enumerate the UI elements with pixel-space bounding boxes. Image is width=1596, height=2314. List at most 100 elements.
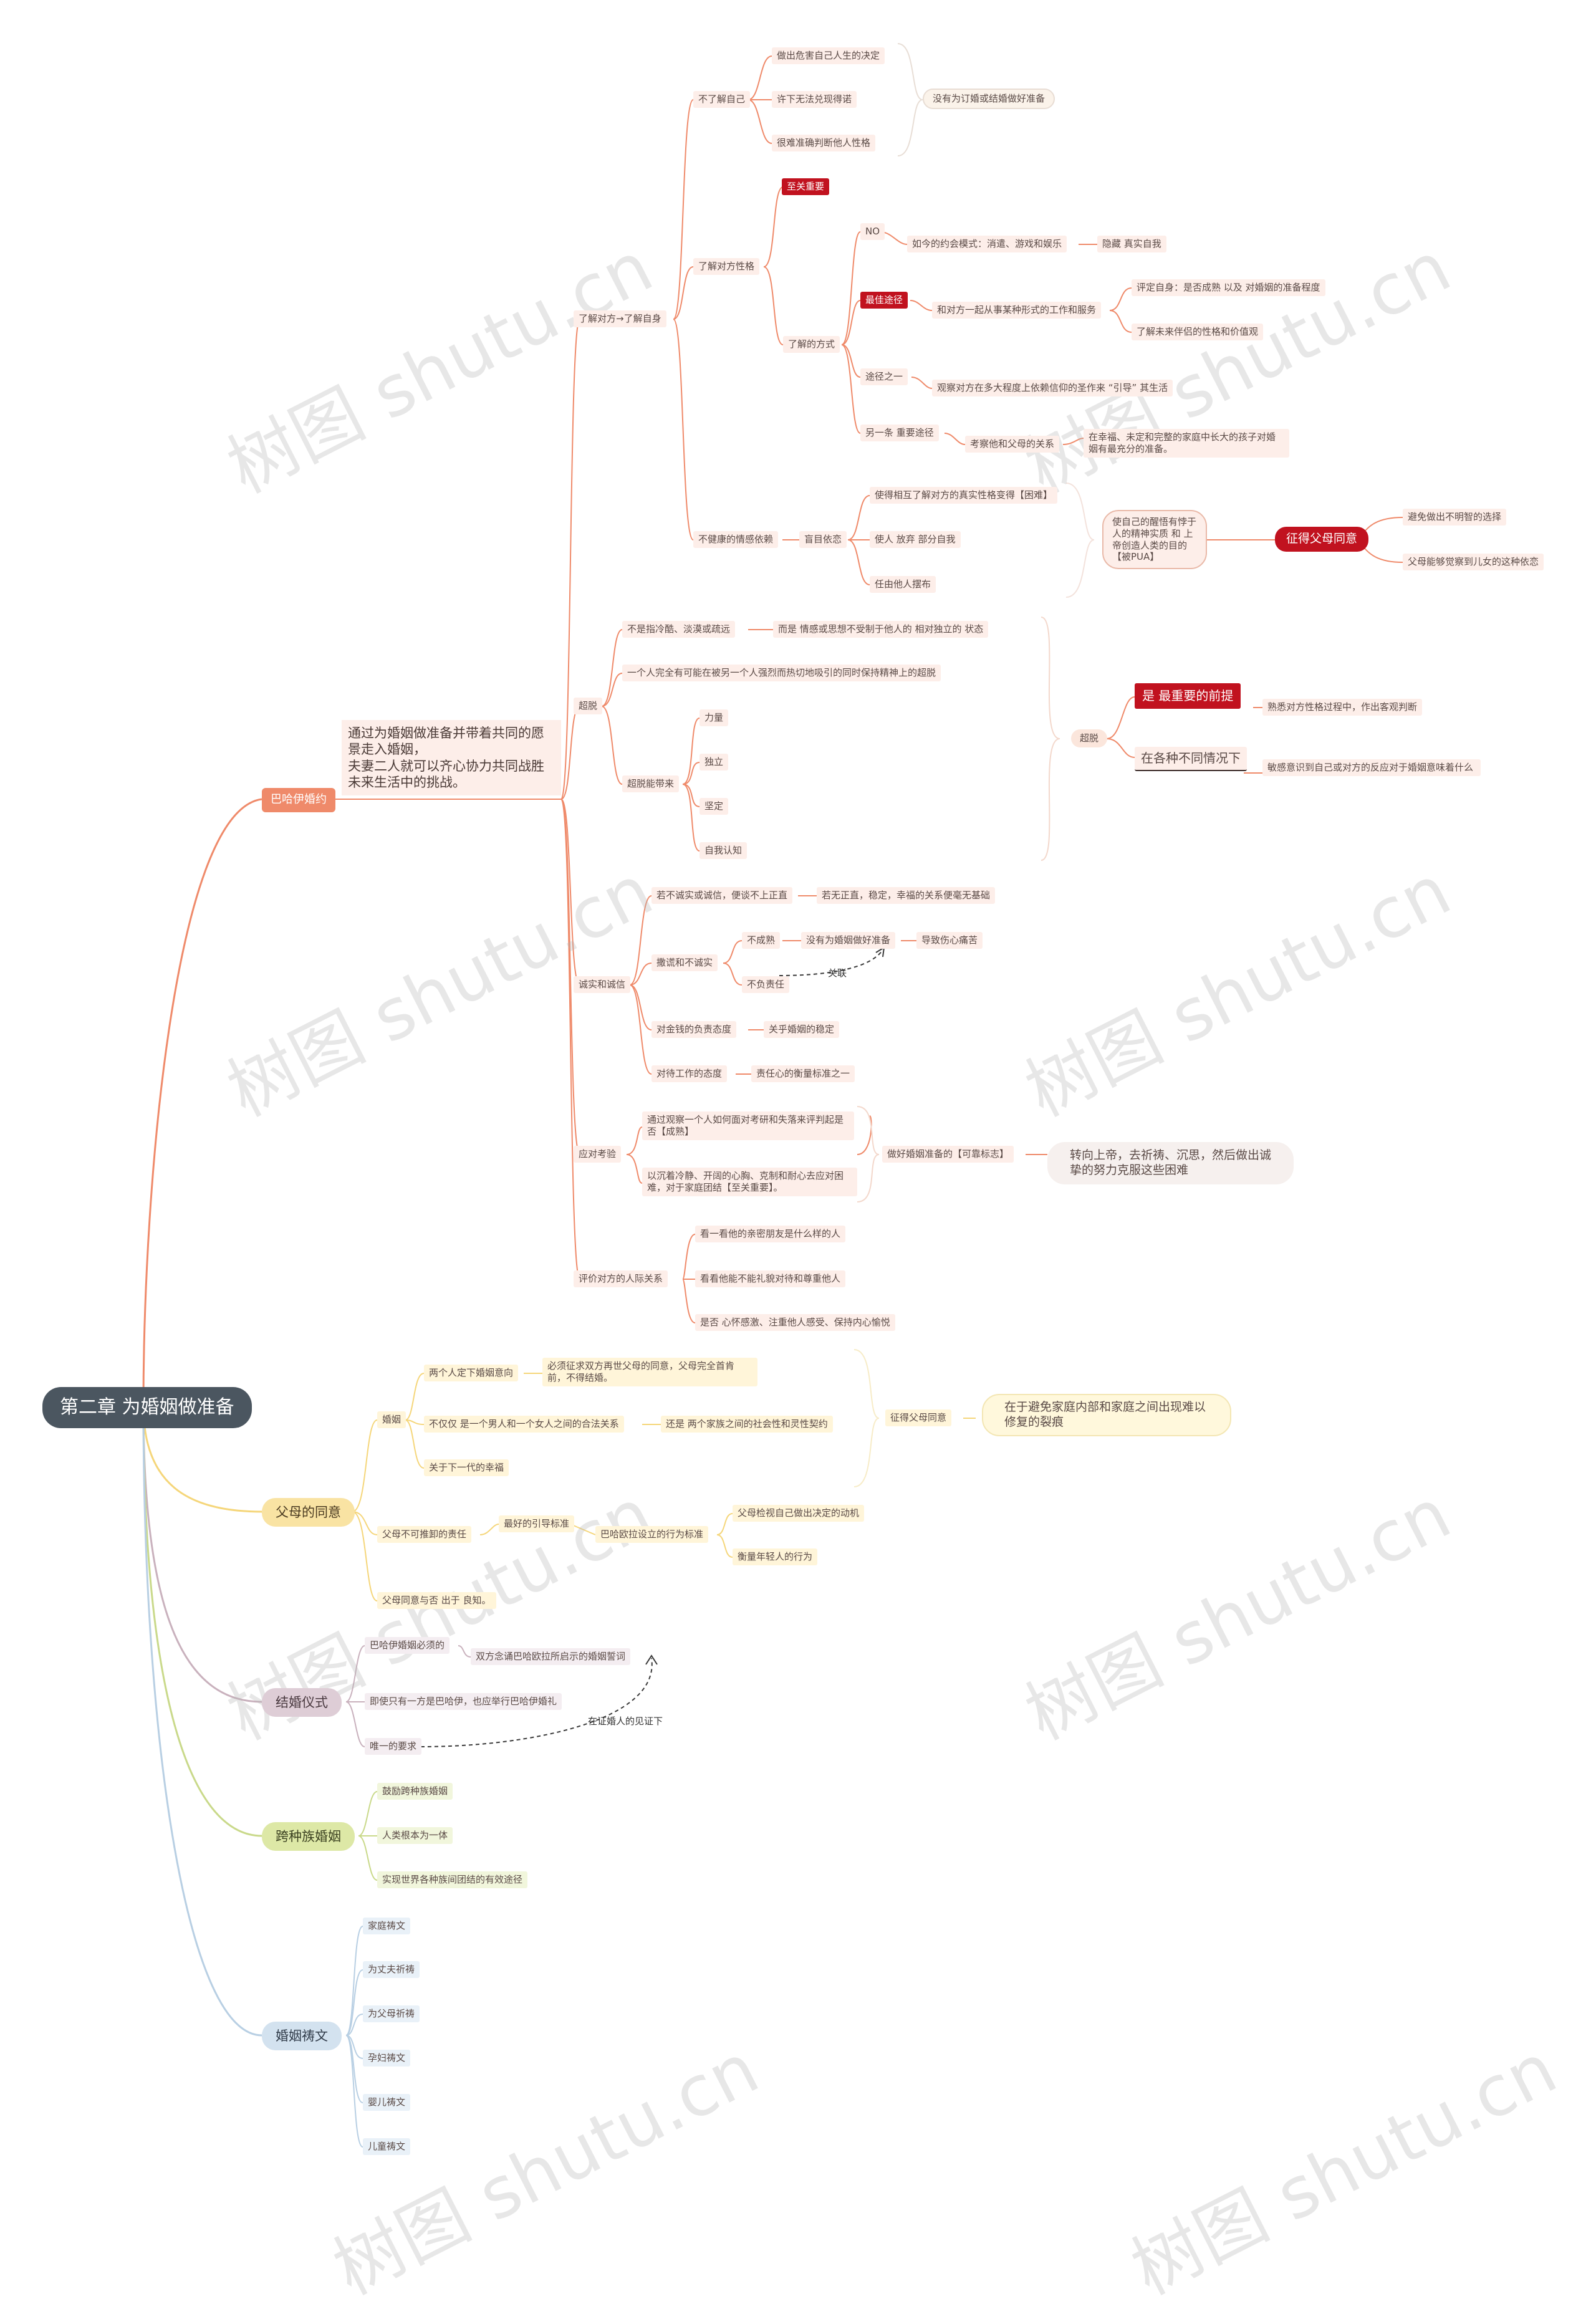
next-generation[interactable]: 关于下一代的幸福 bbox=[424, 1459, 509, 1476]
observe-faith[interactable]: 观察对方在多大程度上依赖信仰的圣作来 “引导” 其生活 bbox=[932, 380, 1173, 396]
test-observe[interactable]: 通过观察一个人如何面对考研和失落来评判起是否【成熟】 bbox=[642, 1111, 854, 1140]
guide-item[interactable]: 父母检视自己做出决定的动机 bbox=[733, 1505, 865, 1522]
prayer-item[interactable]: 婴儿祷文 bbox=[363, 2094, 411, 2111]
detach-but[interactable]: 而是 情感或思想不受制于他人的 相对独立的 状态 bbox=[773, 621, 989, 638]
detach-brings[interactable]: 超脱能带来 bbox=[622, 775, 680, 792]
way-one[interactable]: 途径之一 bbox=[860, 368, 908, 385]
attach-item[interactable]: 使得相互了解对方的真实性格变得【困难】 bbox=[870, 487, 1058, 504]
relation-label: 关联 bbox=[828, 967, 847, 979]
interracial-item[interactable]: 实现世界各种族间团结的有效途径 bbox=[377, 1871, 528, 1888]
know-other-character[interactable]: 了解对方性格 bbox=[693, 258, 760, 275]
lying[interactable]: 撒谎和不诚实 bbox=[651, 954, 718, 971]
engagement-summary[interactable]: 通过为婚姻做准备并带着共同的愿景走入婚姻， 夫妻二人就可以齐心协力共同战胜未来生… bbox=[342, 720, 561, 795]
self-item[interactable]: 许下无法兑现得诺 bbox=[772, 91, 857, 108]
serve-together[interactable]: 和对方一起从事某种形式的工作和服务 bbox=[932, 302, 1102, 319]
not-ready[interactable]: 没有为婚姻做好准备 bbox=[801, 932, 896, 949]
work-attitude[interactable]: 对待工作的态度 bbox=[651, 1065, 728, 1082]
self-summary[interactable]: 没有为订婚或结婚做好准备 bbox=[923, 89, 1055, 109]
parent-relationship[interactable]: 考察他和父母的关系 bbox=[965, 436, 1060, 453]
not-know-self[interactable]: 不了解自己 bbox=[693, 91, 751, 108]
consent-node[interactable]: 征得父母同意 bbox=[885, 1409, 952, 1426]
social-relations[interactable]: 评价对方的人际关系 bbox=[574, 1270, 668, 1287]
consent-purpose[interactable]: 在于避免家庭内部和家庭之间出现难以修复的裂痕 bbox=[982, 1394, 1231, 1436]
parent-duty[interactable]: 父母不可推卸的责任 bbox=[377, 1526, 472, 1543]
social-item[interactable]: 看看他能不能礼貌对待和尊重他人 bbox=[695, 1270, 846, 1287]
turn-to-god[interactable]: 转向上帝，去祈祷、沉思，然后做出诚挚的努力克服这些困难 bbox=[1047, 1142, 1294, 1184]
money-attitude[interactable]: 对金钱的负责态度 bbox=[651, 1021, 737, 1038]
heartbreak[interactable]: 导致伤心痛苦 bbox=[916, 932, 983, 949]
conscience[interactable]: 父母同意与否 出于 良知。 bbox=[377, 1592, 496, 1609]
interracial-item[interactable]: 鼓励跨种族婚姻 bbox=[377, 1783, 453, 1800]
test-calm[interactable]: 以沉着冷静、开阔的心胸、克制和耐心去应对困难，对于家庭团结【至关重要】。 bbox=[642, 1168, 857, 1196]
face-tests[interactable]: 应对考验 bbox=[574, 1146, 622, 1163]
no-tag[interactable]: NO bbox=[860, 223, 885, 240]
attach-item[interactable]: 使人 放弃 部分自我 bbox=[870, 531, 961, 548]
prayer-item[interactable]: 家庭祷文 bbox=[363, 1918, 411, 1934]
work-result[interactable]: 责任心的衡量标准之一 bbox=[751, 1065, 855, 1082]
premise-item[interactable]: 熟悉对方性格过程中，作出客观判断 bbox=[1262, 699, 1423, 716]
prayer-item[interactable]: 为父母祈祷 bbox=[363, 2005, 420, 2022]
interracial-item[interactable]: 人类根本为一体 bbox=[377, 1827, 453, 1844]
most-important-premise[interactable]: 是 最重要的前提 bbox=[1135, 683, 1241, 709]
dating-mode[interactable]: 如今的约会模式：消遣、游戏和娱乐 bbox=[907, 236, 1067, 252]
situation-item[interactable]: 敏感意识到自己或对方的反应对于婚姻意味着什么 bbox=[1262, 759, 1481, 776]
bahaullah-standard[interactable]: 巴哈欧拉设立的行为标准 bbox=[595, 1526, 709, 1543]
not-just-legal[interactable]: 不仅仅 是一个男人和一个女人之间的合法关系 bbox=[424, 1416, 624, 1433]
prayer-item[interactable]: 孕妇祷文 bbox=[363, 2050, 411, 2067]
way-two[interactable]: 另一条 重要途径 bbox=[860, 425, 939, 441]
detach-benefit[interactable]: 力量 bbox=[699, 709, 729, 726]
consent-reason[interactable]: 避免做出不明智的选择 bbox=[1403, 509, 1507, 526]
ways-to-know[interactable]: 了解的方式 bbox=[783, 336, 840, 353]
assess-self[interactable]: 评定自身：是否成熟 以及 对婚姻的准备程度 bbox=[1132, 279, 1325, 296]
money-result[interactable]: 关乎婚姻的稳定 bbox=[764, 1021, 840, 1038]
best-guide[interactable]: 最好的引导标准 bbox=[499, 1515, 575, 1532]
detach-summary[interactable]: 超脱 bbox=[1071, 729, 1108, 747]
prayer-item[interactable]: 为丈夫祈祷 bbox=[363, 1961, 420, 1978]
consent-reason[interactable]: 父母能够觉察到儿女的这种依恋 bbox=[1403, 554, 1544, 570]
crucial-tag[interactable]: 至关重要 bbox=[782, 178, 830, 195]
self-item[interactable]: 很难准确判断他人性格 bbox=[772, 135, 876, 151]
parent-consent-highlight[interactable]: 征得父母同意 bbox=[1275, 527, 1369, 552]
branch-wedding[interactable]: 结婚仪式 bbox=[262, 1688, 342, 1717]
branch-parent-consent[interactable]: 父母的同意 bbox=[262, 1498, 355, 1527]
blind-attachment[interactable]: 盲目依恋 bbox=[799, 531, 847, 548]
honesty[interactable]: 诚实和诚信 bbox=[574, 976, 631, 993]
root-topic[interactable]: 第二章 为婚姻做准备 bbox=[42, 1387, 252, 1428]
marriage[interactable]: 婚姻 bbox=[377, 1411, 406, 1428]
hide-true-self[interactable]: 隐藏 真实自我 bbox=[1097, 236, 1166, 252]
branch-prayers[interactable]: 婚姻祷文 bbox=[262, 2022, 342, 2051]
honesty-result[interactable]: 若无正直，稳定，幸福的关系便毫无基础 bbox=[817, 887, 996, 904]
social-item[interactable]: 是否 心怀感激、注重他人感受、保持内心愉悦 bbox=[695, 1314, 895, 1331]
detachment[interactable]: 超脱 bbox=[574, 698, 603, 714]
marriage-intent[interactable]: 两个人定下婚姻意向 bbox=[424, 1365, 519, 1381]
branch-interracial[interactable]: 跨种族婚姻 bbox=[262, 1822, 355, 1851]
detach-possible[interactable]: 一个人完全有可能在被另一个人强烈而热切地吸引的同时保持精神上的超脱 bbox=[622, 665, 941, 681]
only-requirement[interactable]: 唯一的要求 bbox=[365, 1738, 422, 1755]
honesty-item[interactable]: 若不诚实或诚信，便谈不上正直 bbox=[651, 887, 793, 904]
know-partner-values[interactable]: 了解未来伴侣的性格和价值观 bbox=[1132, 324, 1264, 340]
detach-benefit[interactable]: 独立 bbox=[699, 754, 729, 771]
detach-benefit[interactable]: 自我认知 bbox=[699, 842, 748, 859]
guide-item[interactable]: 衡量年轻人的行为 bbox=[733, 1548, 818, 1565]
must-seek-consent[interactable]: 必须征求双方再世父母的同意，父母完全首肯前，不得结婚。 bbox=[542, 1358, 757, 1386]
vows[interactable]: 双方念诵巴哈欧拉所启示的婚姻誓词 bbox=[471, 1648, 631, 1665]
wedding-required[interactable]: 巴哈伊婚姻必须的 bbox=[365, 1637, 450, 1654]
reliable-sign[interactable]: 做好婚姻准备的【可靠标志】 bbox=[882, 1146, 1014, 1163]
self-item[interactable]: 做出危害自己人生的决定 bbox=[772, 47, 885, 64]
different-situations[interactable]: 在各种不同情况下 bbox=[1135, 747, 1247, 771]
best-way-tag[interactable]: 最佳途径 bbox=[860, 292, 908, 309]
happy-family[interactable]: 在幸福、未定和完整的家庭中长大的孩子对婚姻有最充分的准备。 bbox=[1084, 429, 1289, 458]
know-other-self[interactable]: 了解对方→了解自身 bbox=[574, 310, 666, 327]
immature[interactable]: 不成熟 bbox=[742, 932, 781, 949]
prayer-item[interactable]: 儿童祷文 bbox=[363, 2138, 411, 2155]
detach-benefit[interactable]: 坚定 bbox=[699, 798, 729, 815]
social-item[interactable]: 看一看他的亲密朋友是什么样的人 bbox=[695, 1226, 846, 1242]
branch-bahai-engagement[interactable]: 巴哈伊婚约 bbox=[262, 788, 335, 812]
detach-not[interactable]: 不是指冷酷、淡漠或疏远 bbox=[622, 621, 736, 638]
attach-summary[interactable]: 使自己的醒悟有悖于人的精神实质 和 上帝创造人类的目的 【被PUA】 bbox=[1102, 510, 1207, 569]
irresponsible[interactable]: 不负责任 bbox=[742, 976, 790, 993]
bahai-wedding[interactable]: 即使只有一方是巴哈伊，也应举行巴哈伊婚礼 bbox=[365, 1693, 562, 1710]
unhealthy-attachment[interactable]: 不健康的情感依赖 bbox=[693, 531, 779, 548]
family-contract[interactable]: 还是 两个家族之间的社会性和灵性契约 bbox=[661, 1416, 833, 1433]
attach-item[interactable]: 任由他人摆布 bbox=[870, 576, 936, 593]
